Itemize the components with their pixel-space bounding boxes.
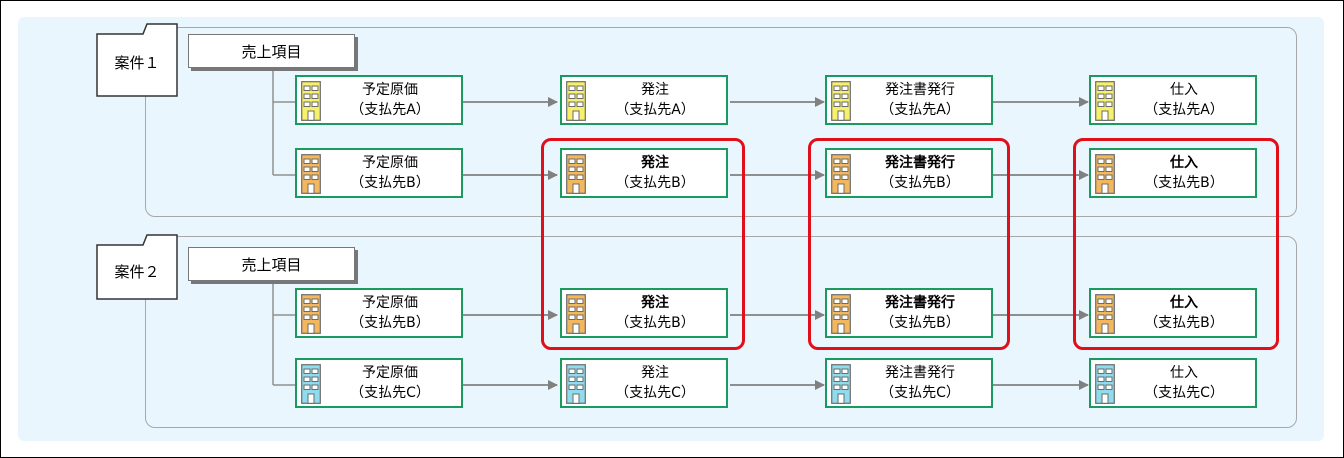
node-text: 発注 （支払先B） xyxy=(588,153,722,193)
node-order-row-4: 発注 （支払先C） xyxy=(560,358,728,408)
building-icon xyxy=(831,364,851,404)
node-subtitle: （支払先B） xyxy=(615,175,695,191)
building-icon xyxy=(1095,154,1115,194)
node-subtitle: （支払先C） xyxy=(1144,385,1224,401)
node-purchase-row-3: 仕入 （支払先B） xyxy=(1089,288,1257,338)
node-title: 予定原価 xyxy=(362,295,418,311)
node-subtitle: （支払先A） xyxy=(615,102,695,118)
building-icon xyxy=(1095,294,1115,334)
case-1-folder-shape xyxy=(96,23,178,97)
node-po-issue-row-2: 発注書発行 （支払先B） xyxy=(825,148,993,198)
node-planned-cost-row-1: 予定原価 （支払先A） xyxy=(295,75,463,125)
node-subtitle: （支払先B） xyxy=(1144,315,1224,331)
node-subtitle: （支払先C） xyxy=(615,385,695,401)
node-planned-cost-row-4: 予定原価 （支払先C） xyxy=(295,358,463,408)
node-po-issue-row-3: 発注書発行 （支払先B） xyxy=(825,288,993,338)
node-text: 発注書発行 （支払先C） xyxy=(853,363,987,403)
building-icon xyxy=(301,81,321,121)
highlight-order-column xyxy=(541,138,745,350)
node-title: 発注 xyxy=(641,365,669,381)
building-icon xyxy=(566,81,586,121)
node-title: 予定原価 xyxy=(362,82,418,98)
node-subtitle: （支払先A） xyxy=(1144,102,1224,118)
node-order-row-3: 発注 （支払先B） xyxy=(560,288,728,338)
node-subtitle: （支払先C） xyxy=(880,385,960,401)
building-icon xyxy=(566,294,586,334)
case-1-group xyxy=(145,27,1297,217)
node-text: 仕入 （支払先B） xyxy=(1117,153,1251,193)
node-text: 発注書発行 （支払先A） xyxy=(853,80,987,120)
node-subtitle: （支払先C） xyxy=(350,385,430,401)
node-purchase-row-4: 仕入 （支払先C） xyxy=(1089,358,1257,408)
building-icon xyxy=(301,294,321,334)
case-1-label: 案件１ xyxy=(114,54,160,72)
node-title: 仕入 xyxy=(1170,82,1198,98)
node-planned-cost-row-3: 予定原価 （支払先B） xyxy=(295,288,463,338)
case-2-folder-shape xyxy=(96,234,178,300)
node-text: 仕入 （支払先B） xyxy=(1117,293,1251,333)
building-icon xyxy=(301,154,321,194)
node-text: 発注書発行 （支払先B） xyxy=(853,153,987,193)
node-subtitle: （支払先A） xyxy=(880,102,960,118)
node-text: 仕入 （支払先C） xyxy=(1117,363,1251,403)
node-text: 仕入 （支払先A） xyxy=(1117,80,1251,120)
node-text: 発注 （支払先B） xyxy=(588,293,722,333)
node-text: 発注 （支払先C） xyxy=(588,363,722,403)
node-text: 予定原価 （支払先A） xyxy=(323,80,457,120)
case-2-sales-item: 売上項目 xyxy=(188,247,355,281)
node-title: 仕入 xyxy=(1170,155,1198,171)
building-icon xyxy=(831,81,851,121)
node-po-issue-row-1: 発注書発行 （支払先A） xyxy=(825,75,993,125)
case-2-group xyxy=(145,236,1297,428)
node-title: 予定原価 xyxy=(362,365,418,381)
node-purchase-row-2: 仕入 （支払先B） xyxy=(1089,148,1257,198)
node-title: 発注書発行 xyxy=(885,295,955,311)
node-title: 発注 xyxy=(641,155,669,171)
node-subtitle: （支払先B） xyxy=(880,315,960,331)
node-title: 発注書発行 xyxy=(885,82,955,98)
node-order-row-2: 発注 （支払先B） xyxy=(560,148,728,198)
highlight-po-issue-column xyxy=(808,138,1010,350)
building-icon xyxy=(831,294,851,334)
building-icon xyxy=(831,154,851,194)
highlight-purchase-column xyxy=(1073,138,1279,350)
node-title: 仕入 xyxy=(1170,295,1198,311)
node-title: 発注書発行 xyxy=(885,155,955,171)
building-icon xyxy=(566,364,586,404)
node-title: 発注書発行 xyxy=(885,365,955,381)
node-text: 予定原価 （支払先C） xyxy=(323,363,457,403)
node-title: 仕入 xyxy=(1170,365,1198,381)
node-title: 発注 xyxy=(641,82,669,98)
node-subtitle: （支払先B） xyxy=(350,175,430,191)
building-icon xyxy=(566,154,586,194)
building-icon xyxy=(301,364,321,404)
case-1-sales-item: 売上項目 xyxy=(188,34,355,68)
node-subtitle: （支払先A） xyxy=(350,102,430,118)
node-text: 発注 （支払先A） xyxy=(588,80,722,120)
node-po-issue-row-4: 発注書発行 （支払先C） xyxy=(825,358,993,408)
node-order-row-1: 発注 （支払先A） xyxy=(560,75,728,125)
node-subtitle: （支払先B） xyxy=(615,315,695,331)
node-subtitle: （支払先B） xyxy=(880,175,960,191)
node-title: 発注 xyxy=(641,295,669,311)
building-icon xyxy=(1095,364,1115,404)
node-title: 予定原価 xyxy=(362,155,418,171)
node-purchase-row-1: 仕入 （支払先A） xyxy=(1089,75,1257,125)
case-1-tree-line xyxy=(272,68,295,176)
node-subtitle: （支払先B） xyxy=(1144,175,1224,191)
case-2-tree-line xyxy=(272,280,295,386)
node-subtitle: （支払先B） xyxy=(350,315,430,331)
node-text: 予定原価 （支払先B） xyxy=(323,293,457,333)
case-2-label: 案件２ xyxy=(114,263,160,281)
building-icon xyxy=(1095,81,1115,121)
node-text: 発注書発行 （支払先B） xyxy=(853,293,987,333)
node-text: 予定原価 （支払先B） xyxy=(323,153,457,193)
node-planned-cost-row-2: 予定原価 （支払先B） xyxy=(295,148,463,198)
